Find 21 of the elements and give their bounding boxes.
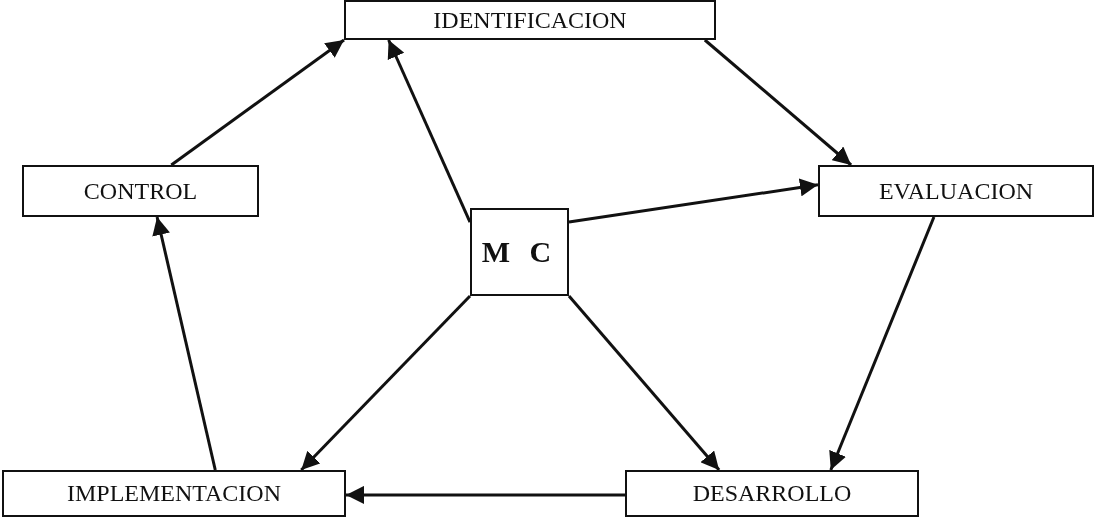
arrow (346, 485, 625, 504)
process-box (818, 165, 1094, 217)
box-label: IDENTIFICACION (433, 6, 627, 34)
arrow (152, 216, 217, 471)
box-label: CONTROL (83, 177, 198, 205)
box-label: DESARROLLO (692, 480, 852, 507)
arrow (300, 294, 472, 472)
box-label: EVALUACION (878, 177, 1034, 205)
arrow (387, 39, 472, 223)
process-box (470, 208, 569, 296)
arrow (170, 38, 345, 167)
arrow (829, 216, 936, 471)
box-label: IMPLEMENTACION (66, 480, 282, 507)
arrow (703, 38, 853, 167)
process-box (625, 470, 919, 517)
process-box (2, 470, 346, 517)
arrow (568, 178, 819, 224)
process-box (22, 165, 259, 217)
arrow (567, 295, 721, 471)
box-label: M C (481, 235, 558, 269)
process-box (344, 0, 716, 40)
